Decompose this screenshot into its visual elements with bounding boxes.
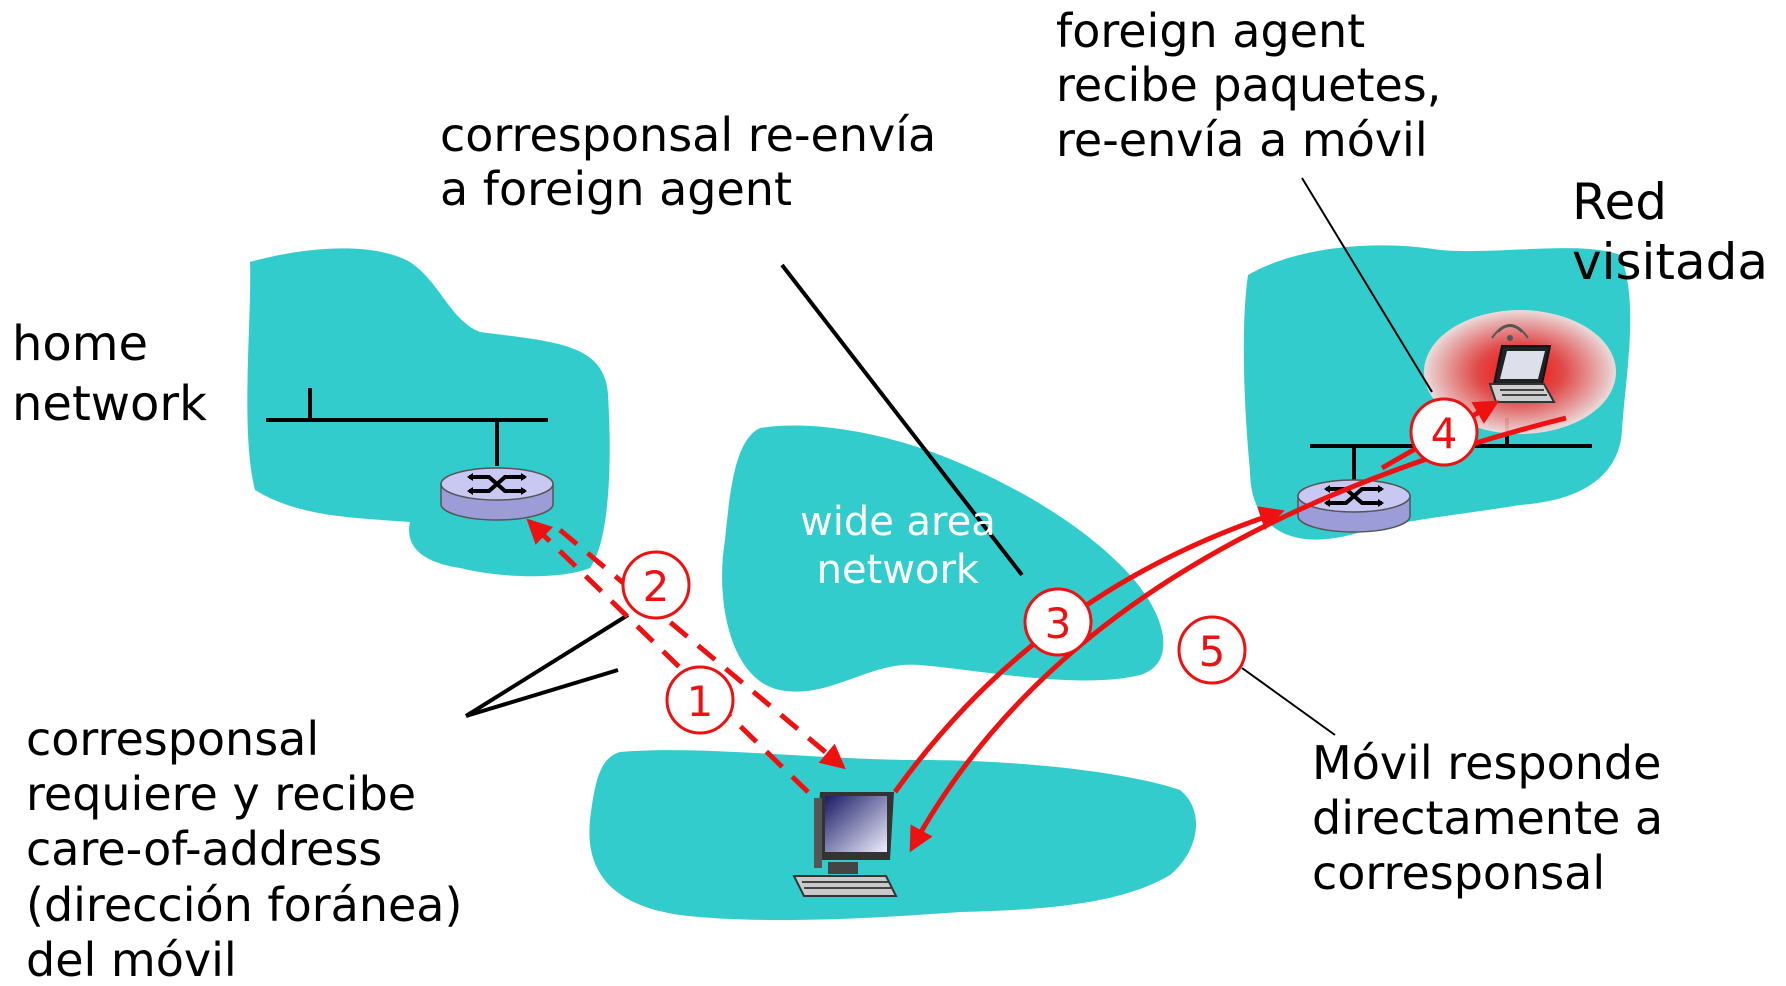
wan-line-1: wide area: [800, 499, 996, 545]
movil-responde-line-3: corresponsal: [1312, 846, 1606, 901]
requiere-line-3: care-of-address: [26, 822, 383, 877]
visited-network-line-2: visitada: [1572, 233, 1769, 291]
home-network-line-1: home: [12, 316, 149, 372]
home-network-label: home network: [12, 314, 207, 434]
step-5-marker: 5: [1177, 615, 1247, 685]
movil-responde-line-1: Móvil responde: [1312, 736, 1662, 790]
foreign-agent-note: foreign agent recibe paquetes, re-envía …: [1056, 4, 1441, 167]
desktop-computer-icon: [792, 792, 898, 897]
requiere-line-2: requiere y recibe: [26, 767, 417, 822]
step-3-number: 3: [1045, 599, 1072, 648]
step-5-number: 5: [1199, 627, 1226, 676]
step-4-marker: 4: [1409, 397, 1479, 467]
wan-line-2: network: [816, 547, 980, 593]
step-1-number: 1: [687, 677, 714, 726]
router-icon: [1297, 479, 1411, 533]
step-2-arrow: [558, 528, 846, 770]
requiere-line-4: (dirección foránea): [26, 877, 463, 932]
step-2-number: 2: [643, 562, 670, 611]
laptop-wireless-icon: [1488, 324, 1556, 403]
foreign-agent-line-3: re-envía a móvil: [1056, 112, 1428, 167]
corresponsal-reenvia-line-1: corresponsal re-envía: [440, 108, 937, 162]
corresponsal-reenvia-note: corresponsal re-envía a foreign agent: [440, 108, 936, 217]
foreign-agent-line-2: recibe paquetes,: [1056, 58, 1442, 113]
requiere-line-5: del móvil: [26, 932, 237, 986]
corresponsal-requiere-note: corresponsal requiere y recibe care-of-a…: [26, 712, 462, 986]
corresponsal-reenvia-line-2: a foreign agent: [440, 162, 792, 217]
home-network-line-2: network: [12, 376, 207, 432]
annotation-lines: [464, 177, 1433, 736]
foreign-agent-line-1: foreign agent: [1056, 4, 1366, 58]
home-network-cloud: [247, 248, 610, 577]
step-4-number: 4: [1431, 409, 1458, 458]
home-lan: [266, 388, 548, 466]
requiere-line-1: corresponsal: [26, 712, 320, 766]
visited-network-line-1: Red: [1572, 173, 1667, 231]
router-icon: [440, 467, 554, 521]
visited-network-label: Red visitada: [1572, 172, 1768, 292]
correspondent-network-cloud: [589, 750, 1197, 921]
movil-responde-line-2: directamente a: [1312, 791, 1664, 846]
step-2-marker: 2: [621, 550, 691, 620]
step-3-marker: 3: [1023, 587, 1093, 657]
step-1-arrow: [526, 518, 810, 794]
step-1-marker: 1: [665, 665, 735, 735]
wide-area-network-label: wide area network: [800, 498, 996, 594]
movil-responde-note: Móvil responde directamente a correspons…: [1312, 736, 1663, 902]
